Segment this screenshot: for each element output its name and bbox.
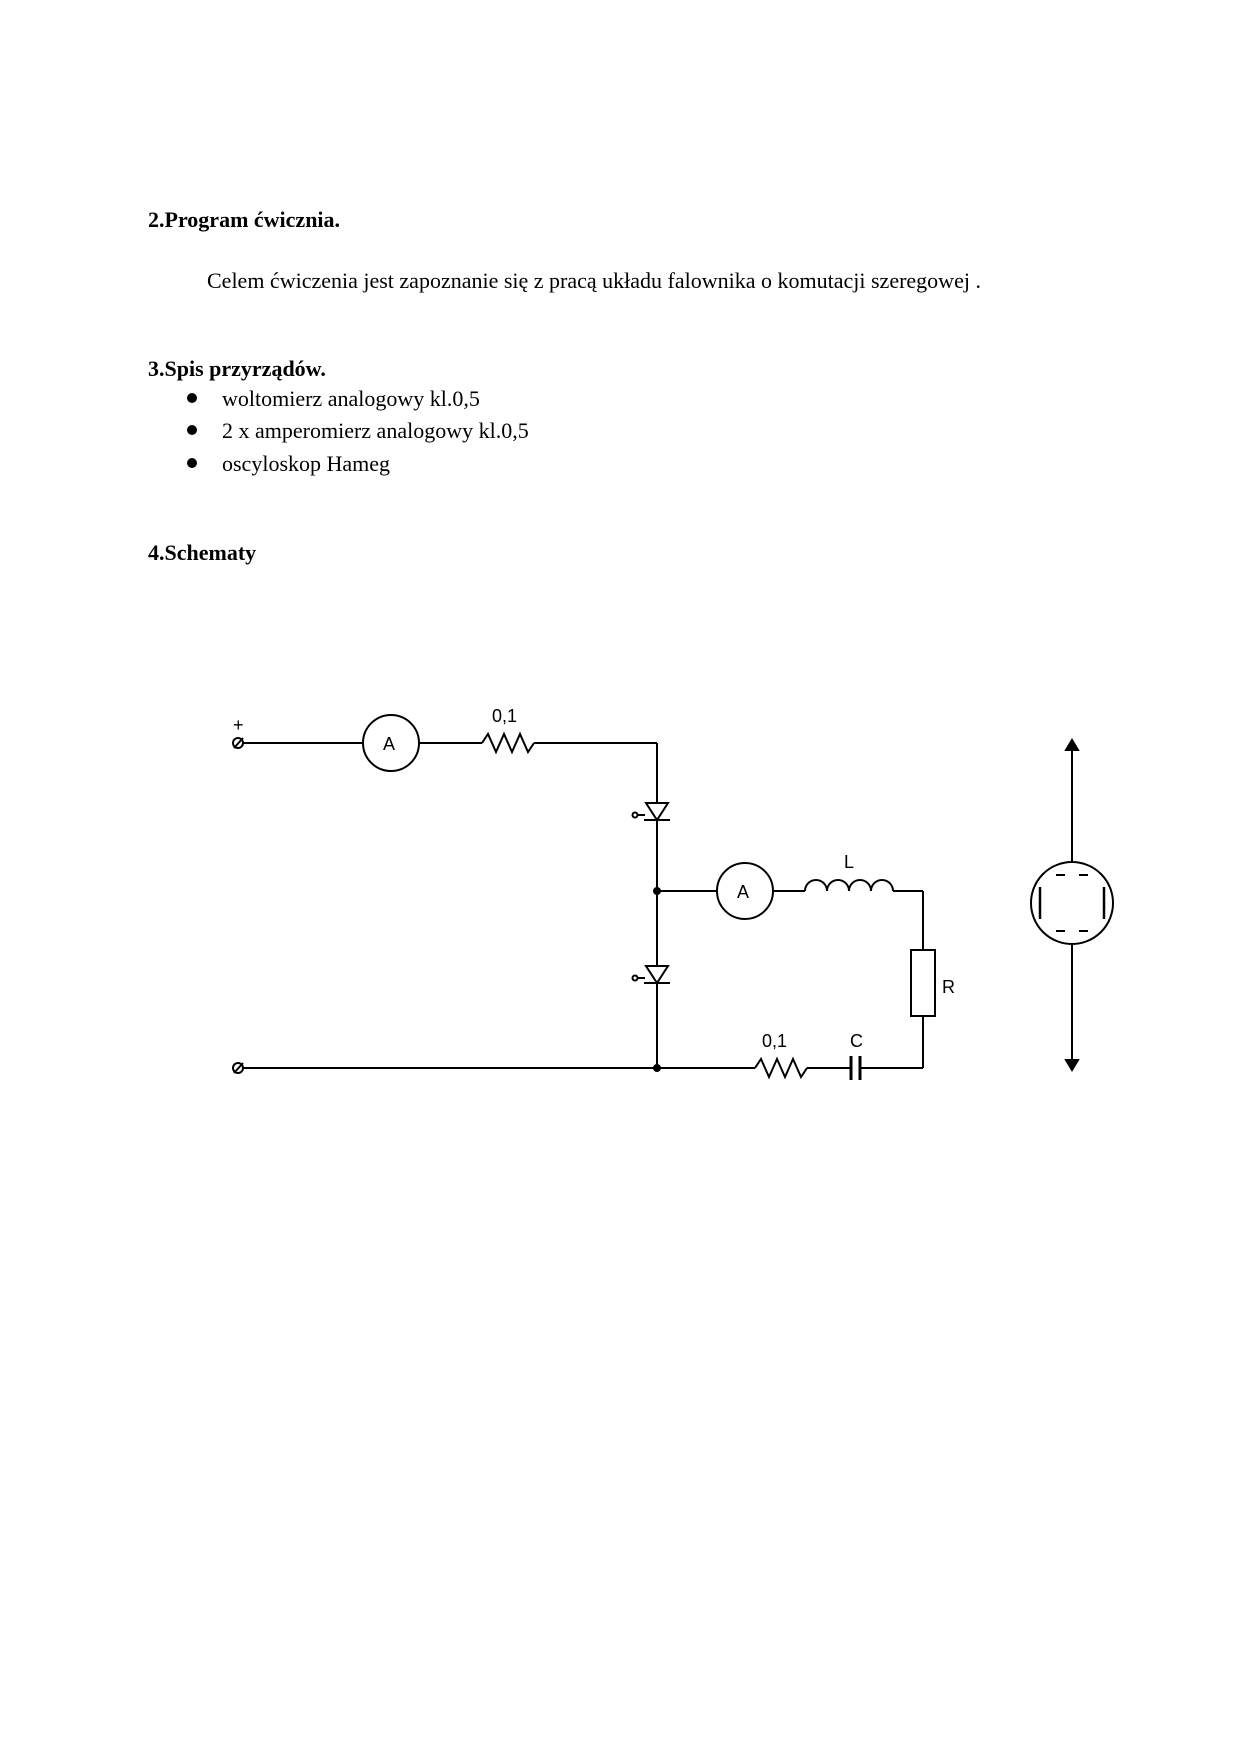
section-heading-instruments: 3.Spis przyrządów. [148, 356, 326, 381]
inductor-label: L [844, 852, 854, 872]
list-item-text: 2 x amperomierz analogowy kl.0,5 [222, 418, 529, 443]
thyristor-top-icon [631, 802, 670, 822]
resistor-r-icon [910, 949, 936, 1017]
capacitor-label: C [850, 1031, 863, 1051]
inductor-icon [804, 879, 894, 892]
bullet-icon [187, 425, 197, 435]
section-heading-program: 2.Program ćwicznia. [148, 207, 341, 232]
ammeter-mid-label: A [737, 882, 749, 902]
list-item-text: oscyloskop Hameg [222, 451, 391, 476]
section-heading-schematics: 4.Schematy [148, 540, 257, 565]
ammeter-top-label: A [383, 734, 395, 754]
terminal-minus-icon [232, 1062, 244, 1074]
plus-label: + [233, 715, 244, 735]
terminal-plus-icon [232, 737, 244, 749]
bullet-icon [187, 458, 197, 468]
thyristor-bottom-icon [631, 965, 670, 985]
resistor-r-label: R [942, 977, 955, 997]
oscilloscope-icon [1030, 738, 1114, 1072]
resistor-bottom-value: 0,1 [762, 1031, 787, 1051]
list-item-text: woltomierz analogowy kl.0,5 [222, 386, 480, 411]
resistor-top-value: 0,1 [492, 706, 517, 726]
bullet-icon [187, 393, 197, 403]
resistor-bottom-icon [754, 1056, 808, 1080]
program-paragraph: Celem ćwiczenia jest zapoznanie się z pr… [207, 268, 981, 293]
resistor-top-icon [481, 731, 535, 755]
capacitor-icon [849, 1056, 862, 1080]
